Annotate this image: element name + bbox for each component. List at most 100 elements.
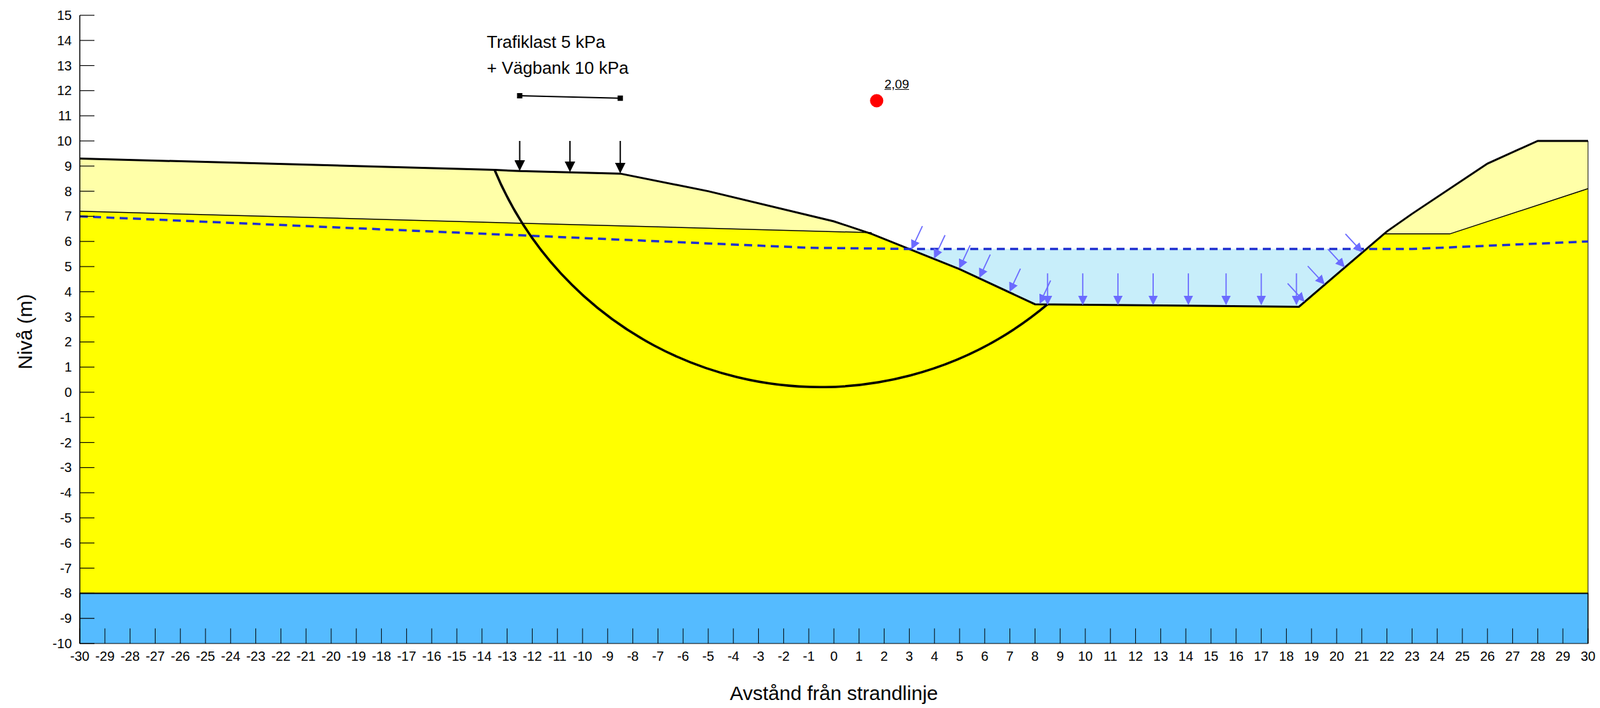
y-tick-label: 9 <box>64 158 72 174</box>
x-tick-label: 29 <box>1555 649 1571 665</box>
y-axis <box>79 15 81 644</box>
x-tick <box>1286 628 1287 644</box>
x-tick-label: 17 <box>1253 649 1269 665</box>
x-tick-label: 4 <box>931 649 939 665</box>
x-tick <box>959 628 961 644</box>
load-marker <box>517 93 523 99</box>
x-tick-label: -12 <box>522 649 542 665</box>
bottom-band <box>79 593 1589 644</box>
y-tick-label: 12 <box>57 83 72 99</box>
x-tick-label: -22 <box>271 649 291 665</box>
section-edge <box>1588 140 1589 644</box>
x-tick <box>582 628 584 644</box>
x-tick-label: -5 <box>702 649 715 665</box>
x-tick <box>1411 628 1413 644</box>
x-tick-label: -3 <box>752 649 765 665</box>
clay-layer <box>79 140 1589 594</box>
x-tick-label: -27 <box>145 649 165 665</box>
axis-title: Nivå (m) <box>13 293 38 370</box>
y-tick <box>79 416 95 418</box>
layer-boundary <box>1384 188 1589 235</box>
y-tick <box>79 367 95 368</box>
x-tick <box>1034 628 1036 644</box>
load-note: + Vägbank 10 kPa <box>486 58 629 79</box>
x-tick <box>1512 628 1513 644</box>
y-tick-label: 14 <box>57 32 72 48</box>
x-tick <box>1486 628 1488 644</box>
x-tick-label: -20 <box>321 649 342 665</box>
x-tick <box>305 628 307 644</box>
x-tick <box>456 628 458 644</box>
water-pressure-arrow <box>934 235 945 259</box>
x-tick <box>431 628 433 644</box>
y-tick-label: -10 <box>52 636 72 652</box>
x-tick-label: -17 <box>397 649 417 665</box>
x-tick <box>1160 628 1162 644</box>
x-tick-label: 6 <box>980 649 989 665</box>
x-tick-label: 12 <box>1127 649 1143 665</box>
x-tick <box>708 628 709 644</box>
y-tick-label: 11 <box>57 108 72 124</box>
water-pressure-arrow <box>1117 273 1119 304</box>
axis-title: Avstånd från strandlinje <box>730 682 939 706</box>
y-tick-label: -2 <box>59 434 72 451</box>
water-pressure-arrow <box>1287 283 1305 302</box>
y-tick <box>79 567 95 569</box>
y-tick <box>79 90 95 92</box>
y-tick <box>79 467 95 469</box>
water-pressure-arrow <box>1187 273 1190 304</box>
water-pressure-arrow <box>1046 273 1049 304</box>
x-tick-label: 26 <box>1480 649 1495 665</box>
x-tick-label: -1 <box>802 649 815 665</box>
x-tick-label: 8 <box>1031 649 1039 665</box>
y-tick <box>79 14 95 16</box>
water-pressure-arrow <box>1328 249 1345 268</box>
x-tick <box>154 628 156 644</box>
x-tick-label: 22 <box>1379 649 1394 665</box>
slip-surface <box>494 170 1049 388</box>
x-tick <box>104 628 106 644</box>
x-tick-label: 20 <box>1329 649 1344 665</box>
y-tick <box>79 39 95 41</box>
x-tick <box>858 628 860 644</box>
x-tick <box>532 628 533 644</box>
x-tick <box>909 628 910 644</box>
y-tick-label: -8 <box>59 585 72 602</box>
x-tick <box>1210 628 1212 644</box>
x-tick-label: -16 <box>422 649 442 665</box>
x-tick-label: 23 <box>1404 649 1420 665</box>
y-tick-label: 10 <box>57 133 72 149</box>
y-tick <box>79 190 95 192</box>
y-tick <box>79 542 95 544</box>
water-pressure-arrow <box>1345 234 1362 253</box>
x-tick-label: -4 <box>727 649 740 665</box>
x-tick-label: 30 <box>1580 649 1596 665</box>
y-tick <box>79 165 95 167</box>
x-tick-label: 9 <box>1056 649 1065 665</box>
fill-layer <box>1384 140 1589 235</box>
water-pressure-arrow <box>1296 273 1298 304</box>
load-arrow <box>519 140 521 170</box>
x-tick <box>280 628 282 644</box>
x-tick <box>1185 628 1187 644</box>
x-tick-label: -29 <box>95 649 115 665</box>
x-tick <box>180 628 181 644</box>
x-tick-label: -14 <box>472 649 492 665</box>
x-tick-label: -30 <box>70 649 90 665</box>
groundwater-line <box>79 216 1589 249</box>
y-tick-label: 4 <box>64 283 72 300</box>
water-pressure-arrow <box>959 245 971 268</box>
x-tick <box>1311 628 1313 644</box>
x-tick <box>331 628 332 644</box>
y-tick-label: -6 <box>59 535 72 551</box>
x-tick <box>481 628 483 644</box>
y-tick <box>79 291 95 292</box>
x-tick <box>984 628 985 644</box>
x-tick <box>1537 628 1539 644</box>
x-tick-label: 11 <box>1103 649 1118 665</box>
y-tick-label: 1 <box>64 359 72 376</box>
x-tick <box>557 628 558 644</box>
x-tick-label: -24 <box>220 649 241 665</box>
y-tick <box>79 492 95 494</box>
x-tick-label: -18 <box>371 649 392 665</box>
